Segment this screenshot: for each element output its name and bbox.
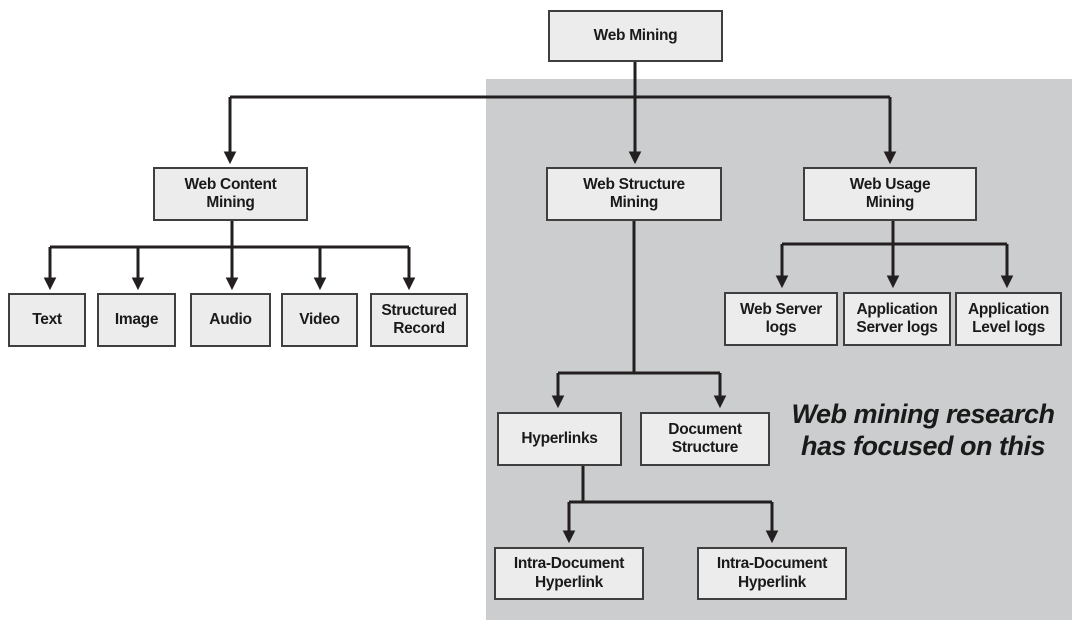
node-web-server-logs-label: Web Server logs <box>739 300 822 336</box>
node-text-label: Text <box>32 310 62 328</box>
node-web-content-mining: Web Content Mining <box>153 167 308 221</box>
node-application-level-logs-label: Application Level logs <box>967 300 1050 336</box>
node-structured-record-label: Structured Record <box>381 301 457 337</box>
node-web-usage-mining-label: Web Usage Mining <box>849 175 931 211</box>
node-web-structure-mining: Web Structure Mining <box>546 167 722 221</box>
node-video: Video <box>281 293 358 347</box>
node-image-label: Image <box>114 310 159 328</box>
node-audio-label: Audio <box>209 310 252 328</box>
node-application-server-logs: Application Server logs <box>843 292 951 346</box>
node-video-label: Video <box>299 310 340 328</box>
annotation-text: Web mining research has focused on this <box>791 399 1055 462</box>
node-hyperlinks: Hyperlinks <box>497 412 622 466</box>
node-web-mining-label: Web Mining <box>593 26 678 44</box>
node-application-server-logs-label: Application Server logs <box>856 300 938 336</box>
node-web-structure-mining-label: Web Structure Mining <box>583 175 685 211</box>
node-web-mining: Web Mining <box>548 10 723 62</box>
node-audio: Audio <box>190 293 271 347</box>
node-web-usage-mining: Web Usage Mining <box>803 167 977 221</box>
node-intra-document-hyperlink-right-label: Intra-Document Hyperlink <box>716 555 828 591</box>
node-intra-document-hyperlink-left: Intra-Document Hyperlink <box>494 547 644 600</box>
node-intra-document-hyperlink-left-label: Intra-Document Hyperlink <box>513 555 625 591</box>
node-text: Text <box>8 293 86 347</box>
node-web-server-logs: Web Server logs <box>724 292 838 346</box>
node-structured-record: Structured Record <box>370 293 468 347</box>
node-document-structure: Document Structure <box>640 412 770 466</box>
node-application-level-logs: Application Level logs <box>955 292 1062 346</box>
node-web-content-mining-label: Web Content Mining <box>184 175 277 211</box>
node-image: Image <box>97 293 176 347</box>
node-intra-document-hyperlink-right: Intra-Document Hyperlink <box>697 547 847 600</box>
node-hyperlinks-label: Hyperlinks <box>521 429 598 447</box>
node-document-structure-label: Document Structure <box>668 420 742 456</box>
